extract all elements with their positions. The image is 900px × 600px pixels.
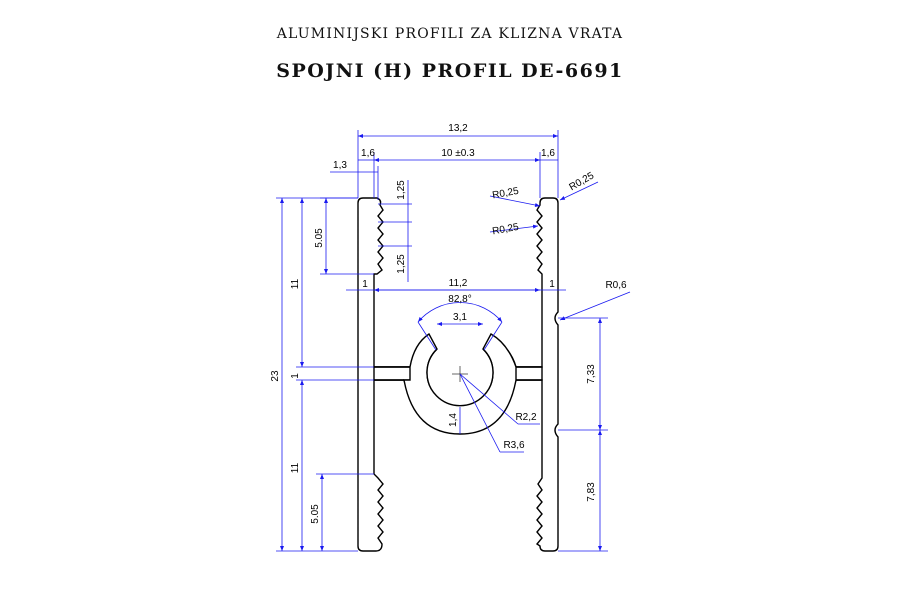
- dim-inner-radius: R2,2: [515, 412, 537, 423]
- dim-total-height: 23: [270, 370, 281, 382]
- dim-ring-thickness: 1,4: [448, 413, 459, 427]
- dimension-lines: [276, 130, 631, 552]
- dim-serration-bottom: 5.05: [310, 504, 321, 524]
- profile-outline: [357, 197, 559, 552]
- dim-radius-tooth: R0,25: [491, 222, 520, 238]
- dim-tooth-pitch-a: 1,25: [396, 180, 407, 200]
- dim-groove-spacing-lower: 7,83: [586, 482, 597, 502]
- dim-wall-left: 1: [362, 279, 368, 290]
- subtitle: ALUMINIJSKI PROFILI ZA KLIZNA VRATA: [276, 26, 624, 42]
- dim-inner-gap: 10 ±0.3: [441, 148, 475, 159]
- dim-lower-height: 11: [290, 462, 301, 473]
- dim-outer-radius: R3,6: [503, 440, 525, 451]
- dim-wall-right: 1: [549, 279, 555, 290]
- dim-web-thickness: 1: [290, 373, 301, 379]
- web-left: [373, 366, 413, 381]
- dim-right-flange: 1,6: [541, 148, 555, 159]
- page-title: SPOJNI (H) PROFIL DE-6691: [276, 60, 624, 82]
- dim-overall-width: 13,2: [448, 123, 468, 134]
- web-right: [513, 366, 543, 381]
- dim-radius-top-inner: R0,25: [491, 186, 520, 202]
- dim-left-flange: 1,6: [361, 148, 375, 159]
- dim-radius-groove: R0,6: [605, 280, 627, 291]
- dim-opening: 3,1: [453, 312, 467, 323]
- dim-groove-spacing-upper: 7,33: [586, 364, 597, 384]
- dim-left-offset: 1,3: [333, 160, 347, 171]
- dim-tooth-pitch-b: 1,25: [396, 254, 407, 274]
- dim-angle: 82,8°: [448, 294, 471, 305]
- dim-upper-height: 11: [290, 278, 301, 289]
- dim-inner-width: 11,2: [449, 278, 468, 289]
- dimension-labels: 13,2 1,6 10 ±0.3 1,6 1,3 1,25 1,25 5.05 …: [270, 123, 627, 524]
- dim-serration-top: 5.05: [314, 228, 325, 248]
